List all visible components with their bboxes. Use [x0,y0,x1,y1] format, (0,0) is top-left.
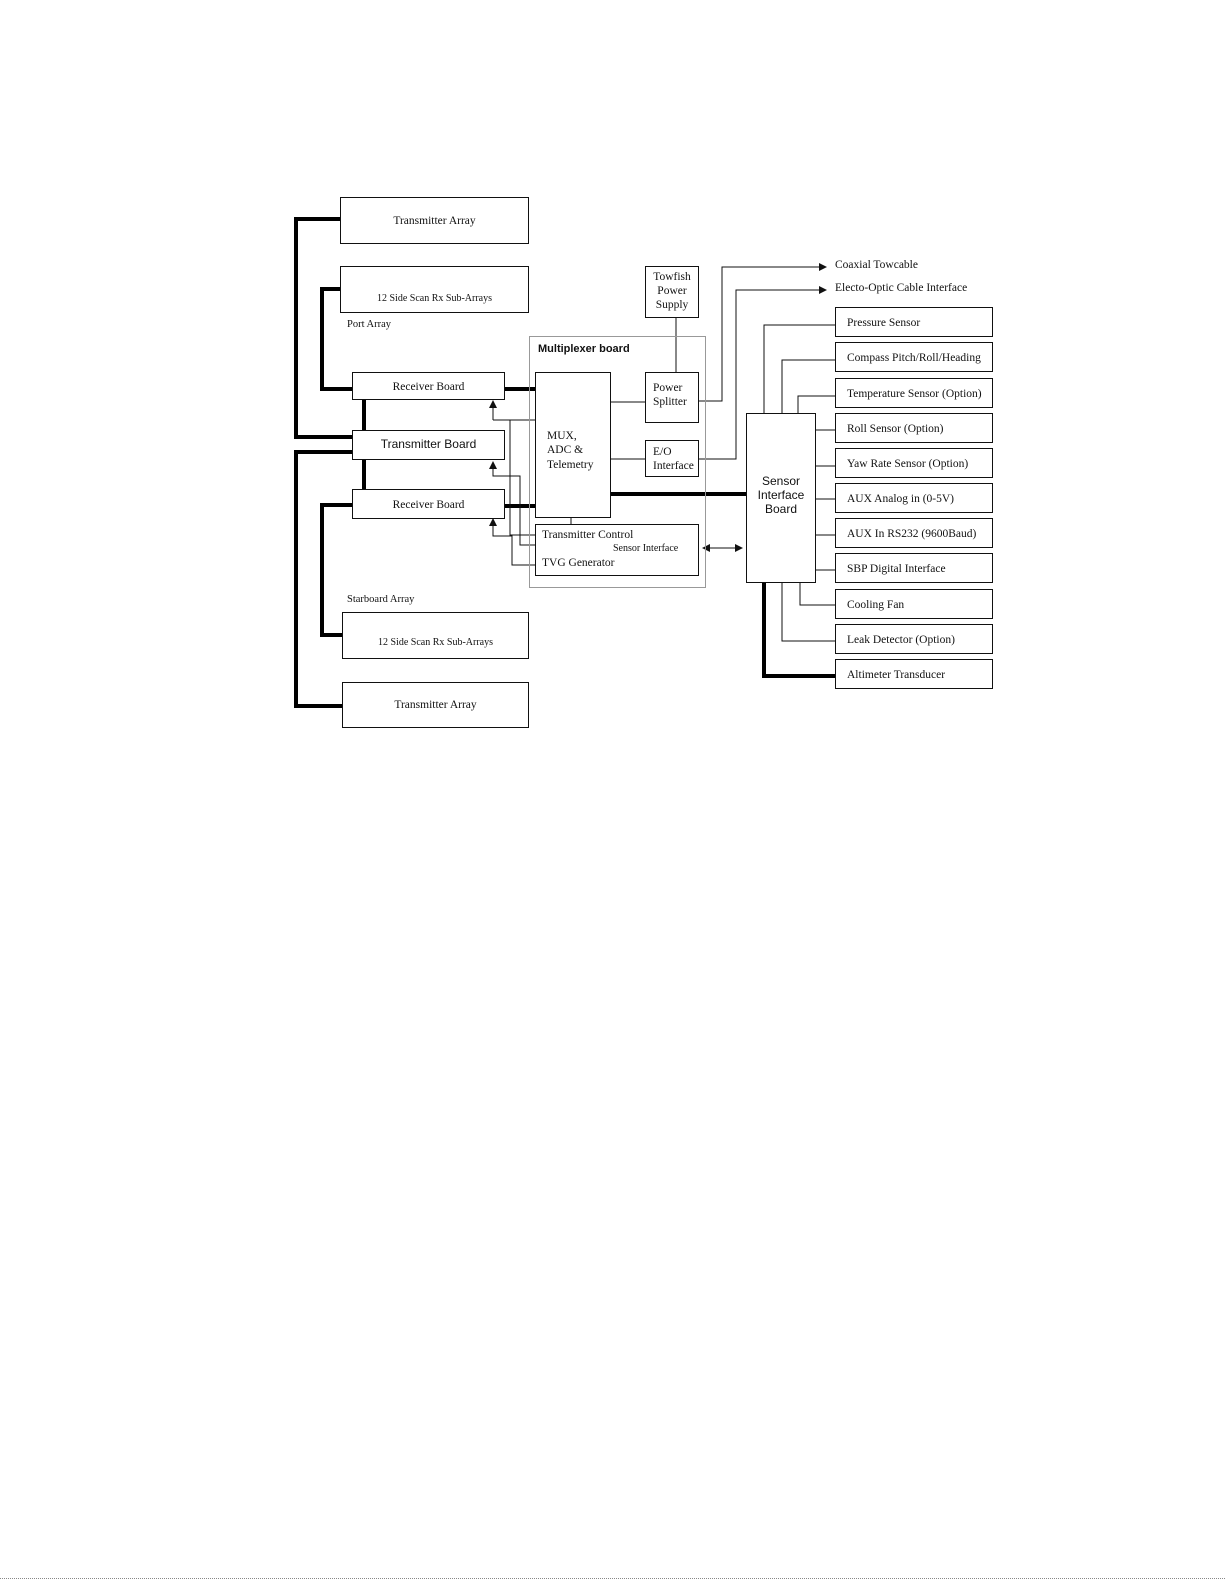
multiplexer-board-outline [529,336,706,588]
sensor-aux-rs232: AUX In RS232 (9600Baud) [835,518,993,548]
sensor-compass: Compass Pitch/Roll/Heading [835,342,993,372]
electo-optic-label: Electo-Optic Cable Interface [835,282,968,294]
sensor-yaw-rate: Yaw Rate Sensor (Option) [835,448,993,478]
transmitter-control-tvg: Transmitter Control Sensor Interface TVG… [535,524,699,576]
power-splitter: Power Splitter [645,372,699,423]
receiver-board-bottom: Receiver Board [352,489,505,519]
port-array-label: Port Array [347,319,392,330]
sensor-cooling-fan: Cooling Fan [835,589,993,619]
sensor-interface-board: Sensor Interface Board [746,413,816,583]
sensor-aux-analog: AUX Analog in (0-5V) [835,483,993,513]
sensor-roll: Roll Sensor (Option) [835,413,993,443]
thin-lines [489,263,835,642]
port-transmitter-array: Transmitter Array [340,197,529,244]
mux-adc-telemetry: MUX, ADC & Telemetry [535,372,611,518]
page-bottom-rule [0,1578,1225,1579]
sensor-temperature: Temperature Sensor (Option) [835,378,993,408]
starboard-transmitter-array: Transmitter Array [342,682,529,728]
sensor-leak-detector: Leak Detector (Option) [835,624,993,654]
transmitter-board: Transmitter Board [352,430,505,460]
port-subarrays: 12 Side Scan Rx Sub-Arrays [340,266,529,313]
eo-interface: E/O Interface [645,440,699,477]
sensor-pressure: Pressure Sensor [835,307,993,337]
starboard-subarrays: 12 Side Scan Rx Sub-Arrays [342,612,529,659]
receiver-board-top: Receiver Board [352,372,505,400]
multiplexer-board-label: Multiplexer board [538,343,630,355]
sensor-altimeter: Altimeter Transducer [835,659,993,689]
sensor-sbp-digital: SBP Digital Interface [835,553,993,583]
coaxial-towcable-label: Coaxial Towcable [835,259,918,271]
towfish-power-supply: Towfish Power Supply [645,266,699,318]
starboard-array-label: Starboard Array [347,594,415,605]
